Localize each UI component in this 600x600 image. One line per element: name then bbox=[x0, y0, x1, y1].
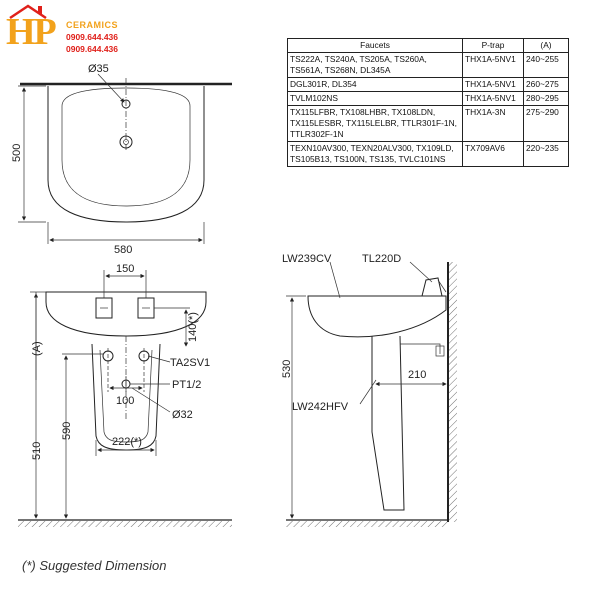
cell-ptrap: THX1A-3N bbox=[462, 105, 524, 142]
cell-ptrap: TX709AV6 bbox=[462, 141, 524, 167]
height-label: 500 bbox=[11, 144, 23, 162]
cell-faucets: TEXN10AV300, TEXN20ALV300, TX109LD, TS10… bbox=[287, 141, 463, 167]
side-faucet bbox=[421, 277, 443, 297]
width-label: 580 bbox=[114, 244, 132, 256]
pedestal-model-label: LW242HFV bbox=[292, 401, 349, 413]
footnote: (*) Suggested Dimension bbox=[22, 558, 167, 573]
cell-a: 280~295 bbox=[523, 91, 569, 106]
logo-phone-2: 0909.644.436 bbox=[66, 44, 118, 54]
height-510-label: 510 bbox=[31, 442, 43, 460]
side-view: LW239CV TL220D LW242HFV 530 210 bbox=[281, 253, 457, 527]
cell-a: 240~255 bbox=[523, 52, 569, 78]
bolt-offset-label: 140(*) bbox=[187, 312, 199, 342]
side-pedestal bbox=[371, 335, 405, 511]
drain-dia-label: Ø32 bbox=[172, 409, 193, 421]
faucet-model-label: TL220D bbox=[362, 253, 401, 265]
house-roof-icon bbox=[9, 4, 47, 20]
side-basin bbox=[307, 295, 447, 338]
side-height-label: 530 bbox=[281, 360, 293, 378]
logo-brand: CERAMICS bbox=[66, 20, 119, 30]
height-590-label: 590 bbox=[61, 422, 73, 440]
basin-outline bbox=[47, 86, 205, 223]
table-row: TEXN10AV300, TEXN20ALV300, TX109LD, TS10… bbox=[287, 141, 569, 167]
cell-a: 220~235 bbox=[523, 141, 569, 167]
valve-label: TA2SV1 bbox=[170, 357, 210, 369]
top-view: Ø35 580 500 bbox=[11, 63, 232, 256]
a-dimension-label: (A) bbox=[31, 341, 43, 356]
basin-model-label: LW239CV bbox=[282, 253, 332, 265]
valve-spacing-label: 100 bbox=[116, 395, 134, 407]
logo-phone-1: 0909.644.436 bbox=[66, 32, 118, 42]
basin-bowl bbox=[61, 87, 191, 207]
bolt-spacing-label: 150 bbox=[116, 263, 134, 275]
side-depth-label: 210 bbox=[408, 369, 426, 381]
table-row: TVLM102NS THX1A-5NV1 280~295 bbox=[287, 91, 569, 106]
pipe-thread-label: PT1/2 bbox=[172, 379, 201, 391]
logo-initials: HP bbox=[6, 11, 57, 53]
front-basin bbox=[45, 291, 207, 337]
pedestal-width-label: 222(*) bbox=[112, 436, 142, 448]
compatibility-table: Faucets P-trap (A) TS222A, TS240A, TS205… bbox=[287, 38, 569, 167]
hole-dia-label: Ø35 bbox=[88, 63, 109, 75]
brand-logo: HP CERAMICS 0909.644.436 0909.644.436 bbox=[6, 4, 146, 58]
table-row: TS222A, TS240A, TS205A, TS260A, TS561A, … bbox=[287, 52, 569, 78]
front-view: 150 140(*) 100 TA2SV1 PT1/2 Ø32 222(*) bbox=[18, 263, 232, 527]
